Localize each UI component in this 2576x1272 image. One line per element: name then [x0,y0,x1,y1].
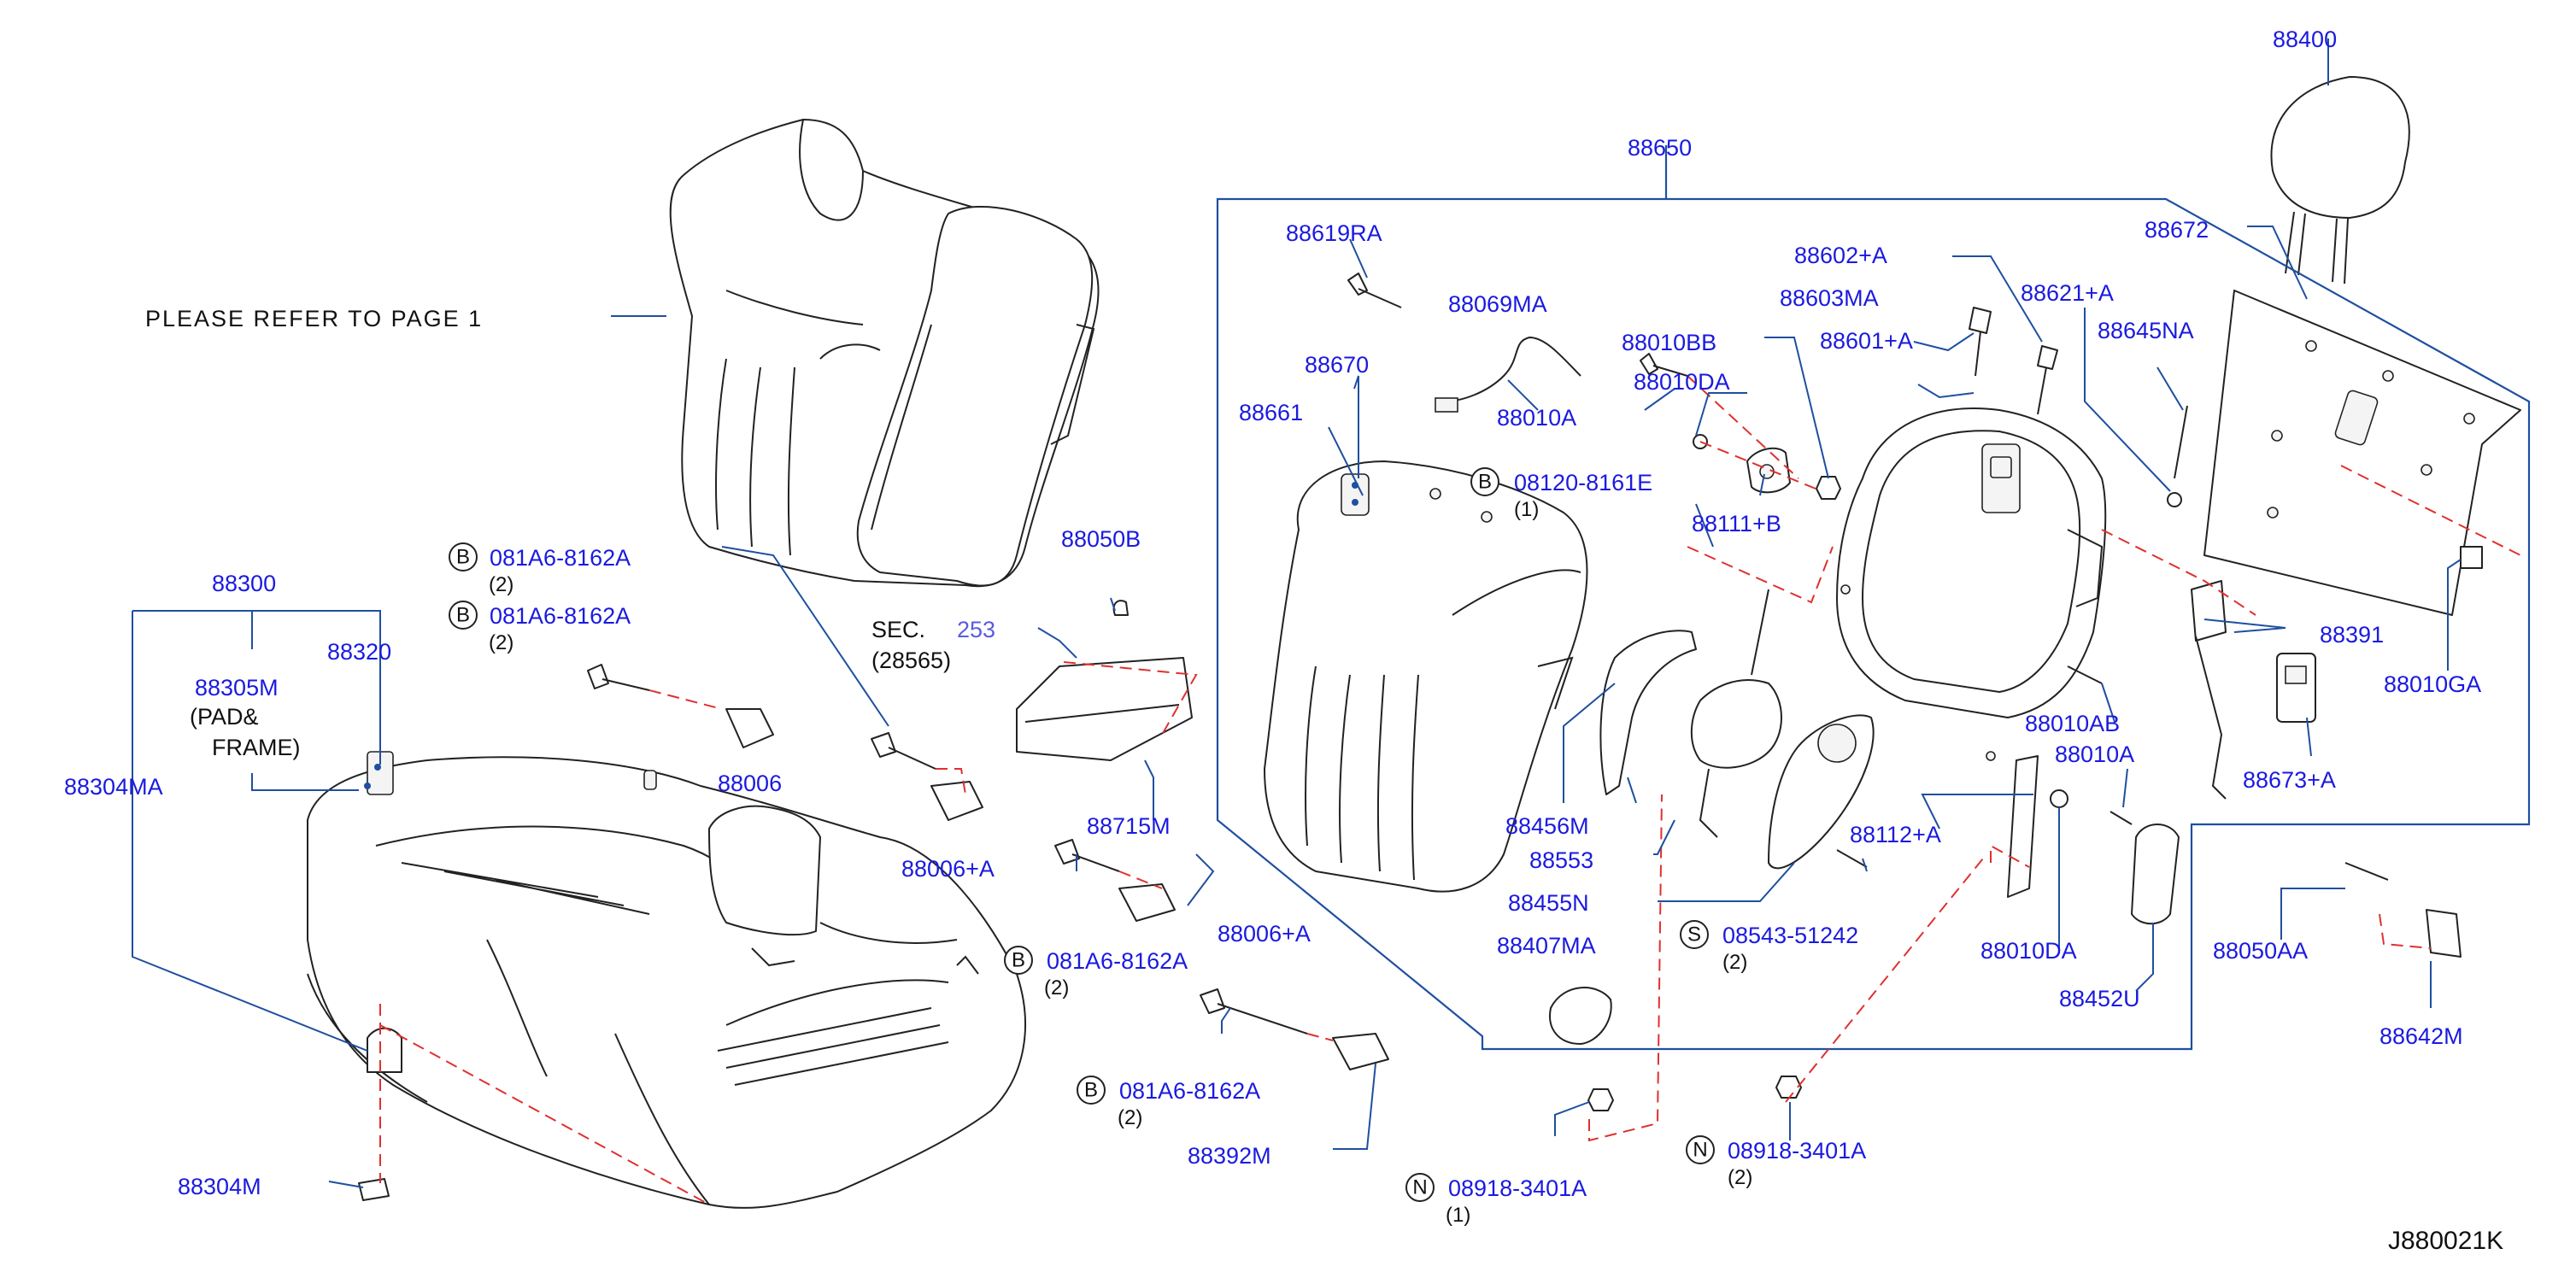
section-subref: (28565) [871,648,951,673]
part-88601A-label[interactable]: 88601+A [1820,328,1913,354]
part-88010DA-label[interactable]: 88010DA [1634,369,1730,395]
seat-back-illustration [669,119,1100,588]
svg-text:N: N [1693,1139,1707,1162]
part-88392M-label[interactable]: 88392M [1188,1143,1271,1169]
diagram-reference-code: J880021K [2388,1227,2503,1255]
part-88304MA-label[interactable]: 88304MA [64,774,163,800]
part-88300-label[interactable]: 88300 [212,571,276,596]
part-88645NA-label[interactable]: 88645NA [2098,318,2194,343]
bolt-callout-b4[interactable]: B 081A6-8162A (2) [1077,1076,1260,1129]
svg-text:(1): (1) [1446,1204,1470,1227]
svg-text:(2): (2) [1044,976,1069,999]
seatback-pad-illustration [1264,460,1588,893]
svg-text:08918-3401A: 08918-3401A [1728,1138,1866,1164]
part-88407MA-label[interactable]: 88407MA [1497,933,1596,958]
section-number-link[interactable]: 253 [957,617,995,642]
svg-text:08543-51242: 08543-51242 [1722,923,1858,948]
part-88304M-label[interactable]: 88304M [178,1174,261,1199]
part-88621A-label[interactable]: 88621+A [2021,280,2114,306]
pad-frame-note-line2: FRAME) [212,735,301,760]
svg-text:B: B [456,604,470,627]
part-88111B-label[interactable]: 88111+B [1692,511,1781,536]
seatback-frame-illustration [1836,407,2107,761]
part-88320-label[interactable]: 88320 [327,639,391,665]
part-88391-label[interactable]: 88391 [2320,622,2384,648]
part-88602A-label[interactable]: 88602+A [1794,243,1887,268]
part-88400-label[interactable]: 88400 [2273,26,2337,52]
rear-board-illustration [2203,290,2521,616]
svg-text:B: B [1084,1079,1098,1102]
svg-text:(2): (2) [1118,1106,1142,1129]
headrest-illustration [2270,76,2410,284]
part-88050AA-label[interactable]: 88050AA [2213,938,2308,964]
page-reference-note: PLEASE REFER TO PAGE 1 [145,306,483,331]
part-88305M-label[interactable]: 88305M [195,675,279,700]
seat-cushion-illustration [307,756,1026,1209]
svg-text:B: B [1478,471,1492,494]
part-88006A-label[interactable]: 88006+A [901,856,995,882]
part-88010BB-label[interactable]: 88010BB [1622,330,1716,355]
part-88650-label[interactable]: 88650 [1628,135,1692,161]
svg-text:08918-3401A: 08918-3401A [1448,1175,1587,1201]
part-88455N-label[interactable]: 88455N [1508,890,1589,916]
pad-frame-note-line1: (PAD& [190,704,259,730]
svg-text:(2): (2) [489,631,513,654]
part-88672-label[interactable]: 88672 [2145,217,2209,243]
part-88010GA-label[interactable]: 88010GA [2384,671,2481,697]
part-88010DA-2-label[interactable]: 88010DA [1980,938,2077,964]
bolt-callout-b1[interactable]: B 081A6-8162A (2) [449,542,631,596]
part-88603MA-label[interactable]: 88603MA [1780,285,1879,311]
nut-callout-n2[interactable]: N 08918-3401A (2) [1686,1135,1866,1189]
svg-text:(2): (2) [1728,1166,1752,1189]
part-88673A-label[interactable]: 88673+A [2243,767,2336,793]
leader-lines [132,38,2462,1188]
small-hardware-illustrations [358,273,2483,1201]
part-88619RA-label[interactable]: 88619RA [1286,220,1382,246]
part-88006-label[interactable]: 88006 [718,771,782,796]
part-88050B-label[interactable]: 88050B [1061,526,1141,552]
part-88715M-label[interactable]: 88715M [1087,813,1171,839]
part-88069MA-label[interactable]: 88069MA [1448,291,1547,317]
svg-text:(2): (2) [1722,951,1747,974]
svg-text:08120-8161E: 08120-8161E [1514,470,1652,495]
section-prefix: SEC. [871,617,925,642]
svg-text:081A6-8162A: 081A6-8162A [490,545,631,571]
part-88553-label[interactable]: 88553 [1529,847,1593,873]
assembly-lines [379,375,2521,1205]
svg-text:N: N [1412,1176,1427,1199]
part-88006A-2-label[interactable]: 88006+A [1218,921,1311,947]
part-88452U-label[interactable]: 88452U [2059,986,2140,1011]
svg-text:B: B [1012,949,1025,972]
nut-callout-n1[interactable]: N 08918-3401A (1) [1405,1173,1587,1227]
bolt-callout-b2[interactable]: B 081A6-8162A (2) [449,601,631,654]
assembly-frame-outline [1216,197,2531,1051]
part-88010A-label[interactable]: 88010A [1497,405,1576,431]
svg-text:081A6-8162A: 081A6-8162A [1047,948,1188,974]
part-88670-label[interactable]: 88670 [1305,352,1369,378]
svg-text:(1): (1) [1514,498,1539,521]
bolt-callout-b3[interactable]: B 081A6-8162A (2) [1004,946,1188,999]
part-88010AB-label[interactable]: 88010AB [2025,711,2120,736]
part-88112A-label[interactable]: 88112+A [1850,822,1941,847]
part-88642M-label[interactable]: 88642M [2379,1023,2463,1049]
part-88456M-label[interactable]: 88456M [1505,813,1589,839]
svg-text:S: S [1687,923,1701,947]
screw-callout-s1[interactable]: S 08543-51242 (2) [1680,920,1858,974]
part-88661-label[interactable]: 88661 [1239,400,1303,425]
svg-text:081A6-8162A: 081A6-8162A [490,603,631,629]
bolt-callout-b5[interactable]: B 08120-8161E (1) [1470,467,1652,521]
svg-text:B: B [456,546,470,569]
svg-text:(2): (2) [489,573,513,596]
part-88010A-2-label[interactable]: 88010A [2055,742,2134,767]
svg-text:081A6-8162A: 081A6-8162A [1119,1078,1260,1104]
